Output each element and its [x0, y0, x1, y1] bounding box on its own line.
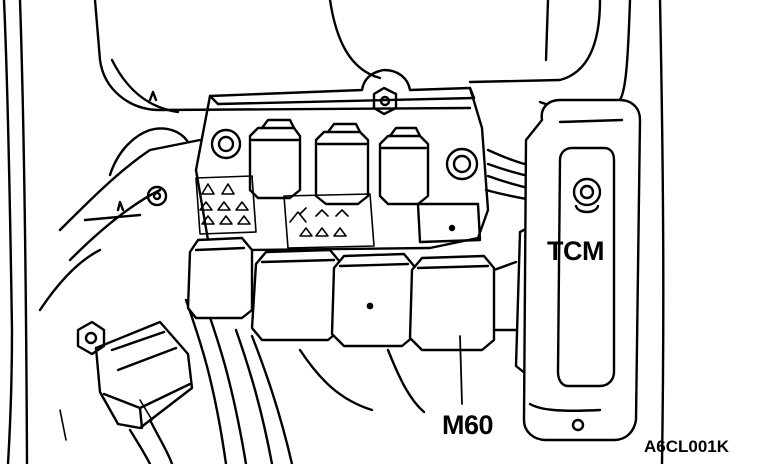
- small-relay-1: [248, 118, 302, 200]
- large-relay-m60: [408, 254, 496, 352]
- box-screw-left: [210, 128, 242, 160]
- left-bracket: [38, 90, 202, 312]
- m60-relay-label: M60: [442, 410, 494, 440]
- fuse-slots-left: [195, 175, 257, 235]
- figure-code: A6CL001K: [644, 437, 730, 456]
- box-screw-right: [445, 147, 479, 181]
- bolt: [76, 320, 106, 356]
- harness-connector: [94, 320, 194, 430]
- relay-box-housing: [194, 68, 490, 262]
- m60-pointer: [459, 335, 463, 405]
- small-relay-3: [378, 126, 430, 206]
- mounting-bolt-top: [372, 86, 398, 116]
- dashboard-panel: [2, 0, 665, 464]
- panel-marks: [59, 399, 153, 441]
- large-relay-2: [250, 248, 342, 342]
- tcm-module: [522, 98, 642, 442]
- right-module: [416, 202, 482, 244]
- small-relay-2: [314, 122, 370, 206]
- large-relay-3: [330, 252, 416, 348]
- large-relay-1: [186, 236, 254, 320]
- fuse-slots-middle: [283, 193, 375, 249]
- tcm-label: TCM: [547, 236, 604, 266]
